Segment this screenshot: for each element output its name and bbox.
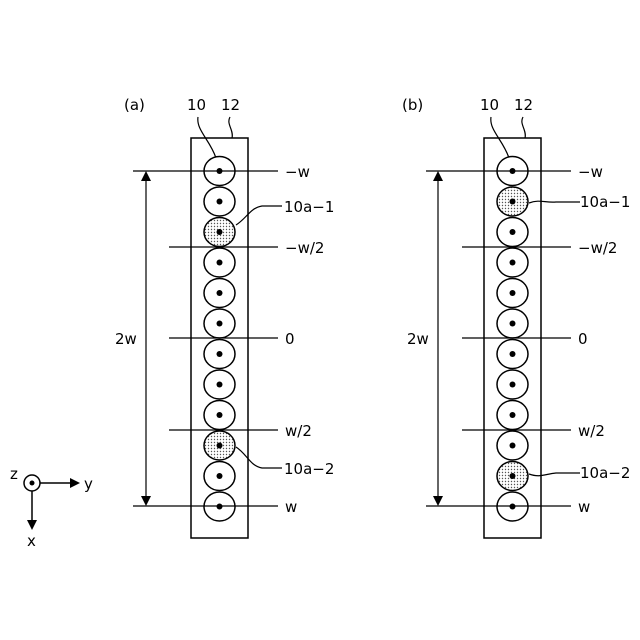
panel-b-highlight-label-1: 10a−1 bbox=[580, 193, 630, 211]
panel-a-span-arrowhead-top bbox=[141, 171, 151, 181]
panel-a: (a) 10 12 −w −w/2 0 w/2 w 2w 10a−1 10a−2 bbox=[115, 96, 334, 538]
panel-b-fiber-ref: 10 bbox=[480, 96, 499, 114]
panel-b-label: (b) bbox=[402, 96, 423, 114]
panel-a-mark-minus-w: −w bbox=[285, 163, 310, 181]
panel-b-span-label: 2w bbox=[407, 330, 429, 348]
fiber-core-a-11 bbox=[217, 473, 223, 479]
panel-a-highlight-leader-1 bbox=[236, 206, 282, 225]
panel-a-sheet-ref: 12 bbox=[221, 96, 240, 114]
fiber-core-b-2 bbox=[510, 199, 516, 205]
fiber-core-b-6 bbox=[510, 321, 516, 327]
panel-a-highlight-label-2: 10a−2 bbox=[284, 460, 334, 478]
fiber-core-b-8 bbox=[510, 382, 516, 388]
panel-b-mark-zero: 0 bbox=[578, 330, 588, 348]
panel-b-mark-minus-w: −w bbox=[578, 163, 603, 181]
panel-a-mark-w-half: w/2 bbox=[285, 422, 312, 440]
panel-b-highlight-leader-2 bbox=[529, 473, 580, 476]
fiber-core-a-7 bbox=[217, 351, 223, 357]
fiber-core-a-10 bbox=[217, 443, 223, 449]
fiber-core-b-10 bbox=[510, 443, 516, 449]
fiber-core-a-9 bbox=[217, 412, 223, 418]
panel-b-sheet-ref: 12 bbox=[514, 96, 533, 114]
y-axis-arrowhead-icon bbox=[70, 478, 80, 488]
z-axis-center-dot-icon bbox=[30, 481, 35, 486]
fiber-core-b-11 bbox=[510, 473, 516, 479]
panel-a-highlight-leader-2 bbox=[236, 447, 282, 468]
fiber-core-b-5 bbox=[510, 290, 516, 296]
fiber-core-b-9 bbox=[510, 412, 516, 418]
panel-b-highlight-label-2: 10a−2 bbox=[580, 464, 630, 482]
panel-a-span-label: 2w bbox=[115, 330, 137, 348]
coordinate-axes: z y x bbox=[10, 465, 93, 550]
fiber-core-b-4 bbox=[510, 260, 516, 266]
x-axis-label: x bbox=[27, 532, 36, 550]
panel-a-fibers bbox=[204, 157, 235, 522]
panel-b-span-arrowhead-top bbox=[433, 171, 443, 181]
fiber-core-a-8 bbox=[217, 382, 223, 388]
panel-b-highlight-leader-1 bbox=[529, 201, 580, 203]
panel-a-mark-minus-w-half: −w/2 bbox=[285, 239, 324, 257]
panel-a-mark-w: w bbox=[285, 498, 297, 516]
fiber-core-b-3 bbox=[510, 229, 516, 235]
panel-b-mark-w: w bbox=[578, 498, 590, 516]
fiber-core-a-6 bbox=[217, 321, 223, 327]
panel-b-span-arrowhead-bottom bbox=[433, 496, 443, 506]
panel-b-mark-minus-w-half: −w/2 bbox=[578, 239, 617, 257]
panel-b-mark-w-half: w/2 bbox=[578, 422, 605, 440]
fiber-core-a-4 bbox=[217, 260, 223, 266]
fiber-core-a-3 bbox=[217, 229, 223, 235]
fiber-core-a-2 bbox=[217, 199, 223, 205]
panel-a-fiber-ref: 10 bbox=[187, 96, 206, 114]
y-axis-label: y bbox=[84, 475, 93, 493]
panel-b-sheet-leader bbox=[522, 117, 525, 138]
x-axis-arrowhead-icon bbox=[27, 520, 37, 530]
panel-a-span-arrowhead-bottom bbox=[141, 496, 151, 506]
panel-a-highlight-label-1: 10a−1 bbox=[284, 198, 334, 216]
panel-b-fibers bbox=[497, 157, 528, 522]
panel-a-label: (a) bbox=[124, 96, 145, 114]
fiber-core-b-7 bbox=[510, 351, 516, 357]
panel-a-sheet-leader bbox=[229, 117, 232, 138]
panel-a-mark-zero: 0 bbox=[285, 330, 295, 348]
panel-b: (b) 10 12 −w −w/2 0 w/2 w 2w 10a−1 10a−2 bbox=[402, 96, 630, 538]
fiber-core-a-5 bbox=[217, 290, 223, 296]
z-axis-label: z bbox=[10, 465, 18, 483]
